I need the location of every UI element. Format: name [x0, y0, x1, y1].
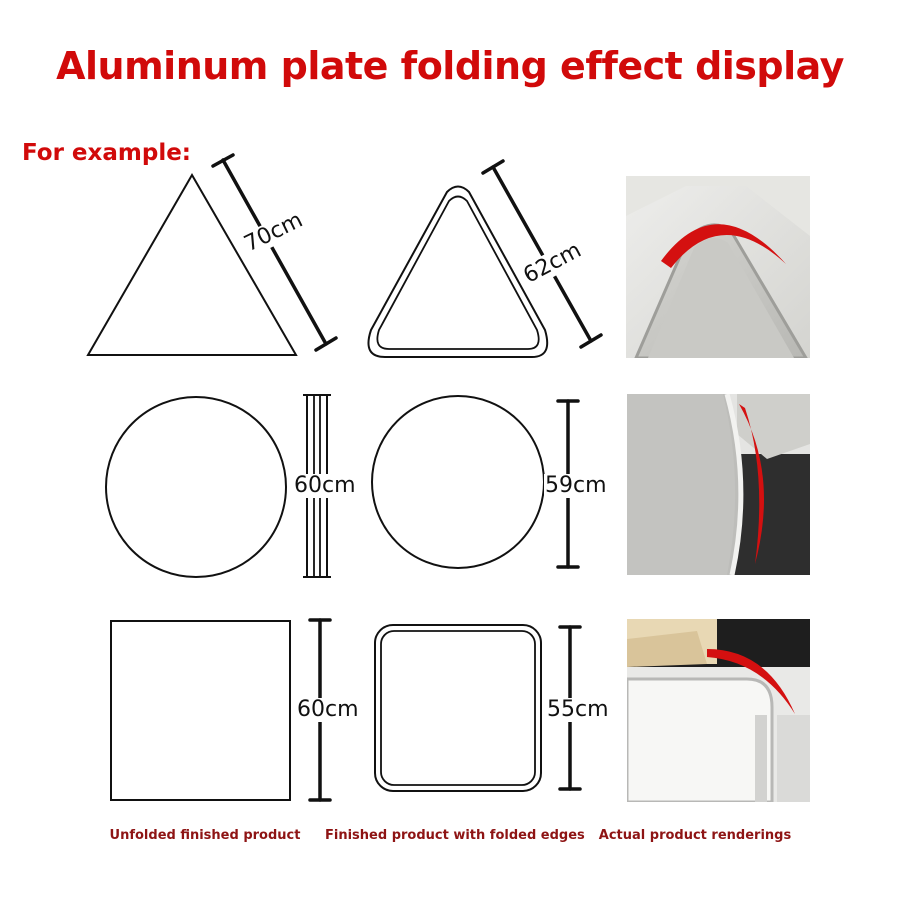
page-title: Aluminum plate folding effect display [56, 44, 844, 88]
unfolded-triangle [86, 173, 298, 356]
folded-triangle-inner [376, 195, 540, 350]
example-label: For example: [22, 140, 191, 166]
folded-triangle-outer [367, 185, 549, 358]
folded-square-inner [380, 630, 536, 786]
folded-square-size: 55cm [546, 697, 610, 722]
dimension-line-70cm [211, 153, 338, 352]
triangle-product-photo [626, 176, 810, 358]
unfolded-circle [105, 396, 287, 578]
folded-square-outer [374, 624, 542, 792]
caption-unfolded: Unfolded finished product [109, 828, 301, 843]
unfolded-circle-size: 60cm [293, 473, 357, 498]
caption-folded: Finished product with folded edges [325, 828, 585, 843]
circle-product-photo [627, 394, 810, 575]
unfolded-square [110, 620, 291, 801]
folded-circle-size: 59cm [544, 473, 608, 498]
square-product-photo [627, 619, 810, 802]
folded-circle [371, 395, 545, 569]
unfolded-square-size: 60cm [296, 697, 360, 722]
caption-actual: Actual product renderings [598, 828, 792, 843]
